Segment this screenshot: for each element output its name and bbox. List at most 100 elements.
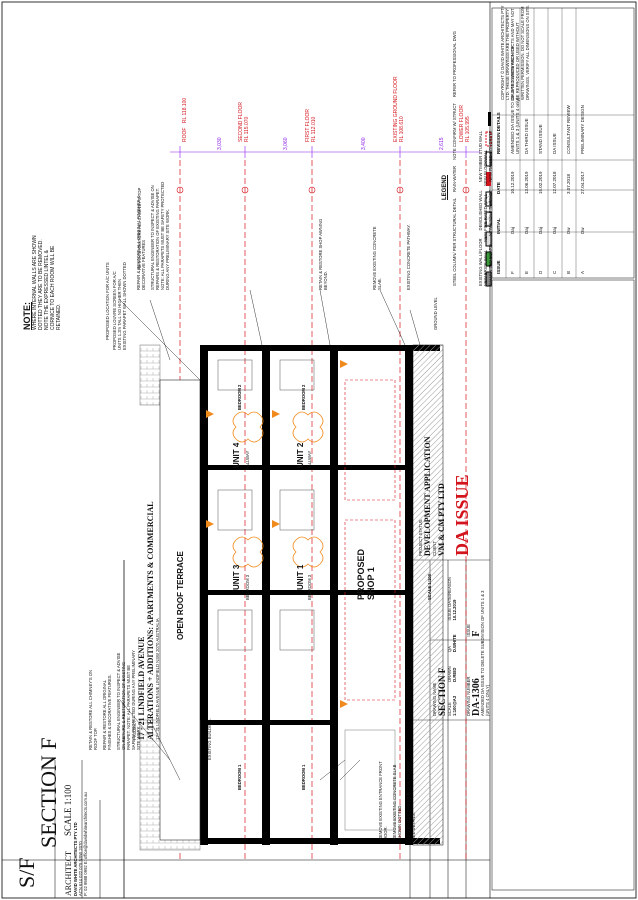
rev-cell: DA ISSUE (552, 133, 557, 154)
architect-block: ARCHITECT DAVID WHITE ARCHITECTS PTY LTD… (64, 792, 88, 896)
room-bedroom1-upper: BEDROOM 1 (228, 765, 246, 790)
rev-cell: Daj (552, 227, 557, 234)
dim-1-text: 3,030 (217, 137, 223, 150)
annot-louvre: PROPOSED LOUVRE SCREEN FOR A/C UNITS 1.2… (112, 260, 127, 350)
room-bedroom3-lower: BEDROOM 3 (298, 575, 316, 600)
rev-cell: Dw (580, 227, 585, 235)
architect-label: ARCHITECT (64, 851, 73, 896)
annot-ground-level-text: GROUND LEVEL (433, 297, 438, 330)
revision-table: ISSUE INITIAL DATE REVISION DETAILS (496, 34, 501, 274)
table-row: E Daj 13.06.2019 DA THIRD ISSUE (524, 34, 529, 274)
annot-structural-top-text: STRUCTURAL ENGINEER TO INSPECT & ADVISE … (150, 181, 170, 290)
amend-note-text: AMENDED DA ISSUE TO DELETE SUBDIVISION O… (480, 590, 490, 716)
scale-value: 1:100@A3 (452, 695, 457, 716)
table-row: C Daj 12.07.2018 DA ISSUE (552, 34, 557, 274)
legend-swatches (485, 112, 492, 287)
project-line2: ALTERATIONS + ADDITIONS: APARTMENTS & CO… (146, 501, 155, 740)
leader-lines (119, 289, 421, 781)
dim-4: 2,615 (430, 137, 448, 150)
rev-cell: F (510, 271, 515, 274)
rev-cell: D (538, 270, 543, 274)
room-bedroom2-upper-label: BEDROOM 2 (237, 384, 242, 410)
legend-item: NEW RAISED CONCRETE (488, 130, 493, 182)
legend-extra-item: STEEL COLUMN/ PER STRUCTURAL DETAIL (452, 197, 457, 286)
client-value: VM & CM PTY LTD (437, 483, 446, 556)
amend-note: AMENDED DA ISSUE TO DELETE SUBDIVISION O… (480, 586, 490, 716)
table-row: F Daj 10.12.2019 AMENDED DA ISSUE TO DEL… (510, 34, 520, 274)
legend-extra-item: RAIN-WATER (452, 165, 457, 192)
section-badge: S/F (14, 857, 40, 888)
table-row: B Dw 3.07.2018 CONSULTANT REVIEW (566, 34, 571, 274)
level-ground: EXISTING GROUND FLOOR RL 108.610 (393, 76, 405, 142)
rev-cell: Daj (538, 227, 543, 234)
legend-items: EXISTING WALL/FLOOR DEMOLISHED WALL NEW … (478, 131, 493, 286)
table-row: A Dw 27.04.2017 PRELIMINARY DESIGN (580, 34, 585, 274)
room-bedroom3-upper: BEDROOM 3 (236, 575, 254, 600)
rev-cell: 13.06.2019 (524, 171, 529, 194)
annot-raised-floor-text: NEW RAISED TIMBER FLOOR TO SHOP. SEE DET… (406, 760, 416, 840)
level-roof-label: ROOF (182, 127, 188, 142)
room-bedroom3-lower-label: BEDROOM 3 (307, 574, 312, 600)
annot-remove-slab-bottom-text: REMOVE EXISTING CONCRETE SLAB SHOWN DOTT… (392, 764, 402, 840)
rev-cell: A (580, 270, 585, 274)
annot-pathway: EXISTING CONCRETE PATHWAY. (406, 220, 411, 290)
level-lower: LOWER FLOOR RL 105.995 (459, 105, 471, 142)
level-second-rl: RL 115.070 (244, 116, 250, 142)
rev-cell: C (552, 270, 557, 274)
annot-remove-door: REMOVE EXISTING ENTRANCE FRONT DOOR. (378, 760, 388, 840)
note-block: NOTE: WHERE INTERNAL WALLS ARE SHOWN DOT… (22, 235, 62, 330)
legend-item: GALVANIZED BOARD (488, 244, 493, 286)
dim-3: 3,400 (352, 137, 370, 150)
room-hallway-upper: HALLWAY (236, 451, 254, 470)
dim-3-text: 3,400 (361, 137, 367, 150)
legend-block: LEGEND (442, 175, 448, 200)
annot-remove-door-text: REMOVE EXISTING ENTRANCE FRONT DOOR. (378, 761, 388, 840)
phase-value: DEVELOPMENT APPLICATION (423, 436, 432, 557)
rev-header-date: DATE (496, 182, 501, 194)
annot-louvre-text: PROPOSED LOUVRE SCREEN FOR A/C UNITS 1.2… (112, 262, 127, 350)
rev-cell: 3.07.2018 (566, 173, 571, 194)
rev-header-details: REVISION DETAILS (496, 112, 501, 154)
room-bedroom1-upper-label: BEDROOM 1 (237, 764, 242, 790)
annot-repair-top-text: REPAIR & RESTORE ALL ORIGINAL FINISHES &… (136, 195, 146, 290)
annot-existing-building: EXISTING BUILDING. (198, 718, 216, 760)
rev-header-issue: ISSUE (496, 260, 501, 274)
room-bedroom1-lower-label: BEDROOM 1 (301, 764, 306, 790)
qa-value: D.WHITE (452, 634, 457, 653)
note-line-5: RETAINED. (56, 303, 62, 330)
level-roof: ROOF RL 118.100 (173, 98, 191, 142)
annot-ground-level: GROUND LEVEL (424, 297, 442, 330)
rev-cell: Daj (524, 227, 529, 234)
dim-2-text: 3,060 (283, 137, 289, 150)
rev-header-initial: INITIAL (496, 218, 501, 234)
room-hallway-lower-label: HALLWAY (307, 450, 312, 470)
level-lower-rl: RL 105.995 (465, 116, 471, 142)
annot-remove-slab-text: REMOVE EXISTING CONCRETE SLAB. (372, 226, 382, 290)
drawing-name-value: SECTION F (437, 667, 447, 716)
building-section (139, 186, 470, 851)
dim-4-text: 2,615 (439, 137, 445, 150)
project-block: PROJECT 17 - 21 LINDFIELD AVENUE ALTERAT… (132, 501, 160, 740)
room-bedroom3-upper-label: BEDROOM 3 (245, 574, 250, 600)
annot-repair-top: REPAIR & RESTORE ALL ORIGINAL FINISHES &… (136, 190, 146, 290)
annot-structural-top: STRUCTURAL ENGINEER TO INSPECT & ADVISE … (150, 180, 170, 290)
rev-cell: PRELIMINARY DESIGN (580, 105, 585, 154)
annot-shop-awning-text: RETAIN & RESTORE SHOP AWNING BEYOND. (318, 218, 328, 290)
phase-block: PROJECT STATUS DEVELOPMENT APPLICATION C… (418, 437, 446, 557)
room-open-roof-terrace-label: OPEN ROOF TERRACE (176, 551, 185, 640)
room-bedroom2-lower: BEDROOM 2 (292, 385, 310, 410)
dimension-line (170, 146, 480, 158)
da-issue-text: DA ISSUE (452, 474, 472, 556)
rev-cell: CONSULTANT REVIEW (566, 105, 571, 154)
dim-1: 3,030 (208, 137, 226, 150)
room-bedroom2-lower-label: BEDROOM 2 (301, 384, 306, 410)
revision-header: ISSUE INITIAL DATE REVISION DETAILS (496, 34, 501, 274)
room-bedroom1-lower: BEDROOM 1 (292, 765, 310, 790)
room-bedroom2-upper: BEDROOM 2 (228, 385, 246, 410)
rev-cell: E (524, 270, 529, 274)
rev-cell: AMENDED DA ISSUE TO DELETE SUBDIVISION O… (510, 45, 520, 154)
annot-shop-awning: RETAIN & RESTORE SHOP AWNING BEYOND. (318, 200, 328, 290)
rev-cell: 10.12.2019 (510, 171, 515, 194)
